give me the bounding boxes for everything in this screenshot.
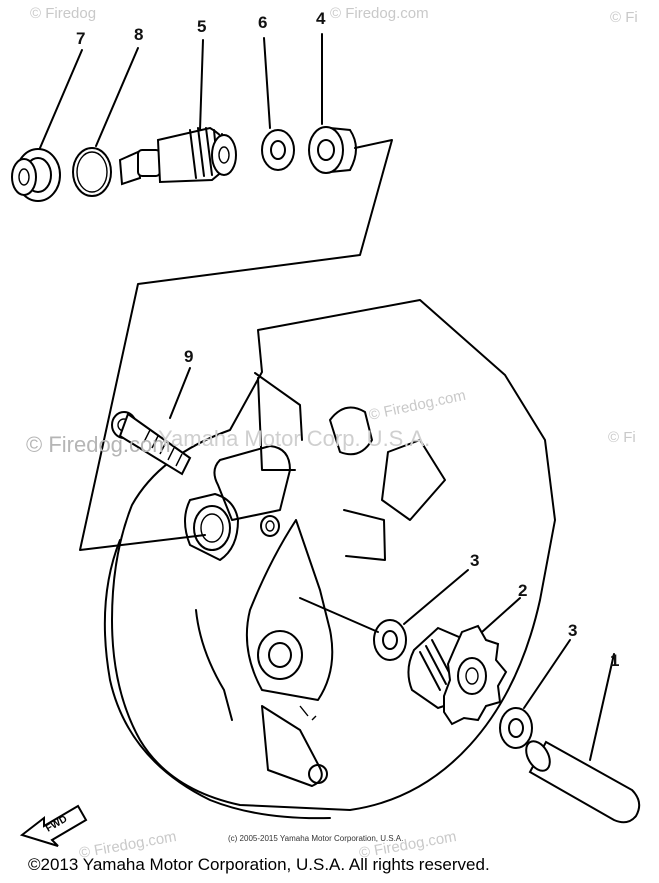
small-copyright: (c) 2005-2015 Yamaha Motor Corporation, …: [228, 834, 403, 843]
axis-line: [299, 597, 379, 633]
part-4-bushing: [308, 126, 357, 174]
leader-8: [95, 47, 139, 147]
crankcase-cover: [103, 299, 556, 820]
part-1-shaft: [525, 740, 641, 824]
watermark-yamaha: Yamaha Motor Corp. U.S.A.: [158, 426, 430, 451]
leader-5: [199, 39, 204, 131]
callout-3-lower: 3: [568, 621, 577, 640]
part-3-washer-lower: [499, 707, 533, 749]
fwd-arrow-icon: FWD: [19, 804, 88, 847]
watermark-firedog-center: © Firedog.com: [367, 387, 467, 424]
leader-7: [39, 49, 83, 149]
assembly-leader: [79, 139, 393, 551]
leader-3-upper: [403, 569, 469, 625]
watermark-firedog-main: © Firedog.com: [26, 432, 171, 457]
watermark-firedog-tm: © Firedog.com: [330, 5, 429, 22]
callout-5: 5: [197, 17, 206, 36]
part-7-bearing: [11, 148, 61, 202]
callout-9: 9: [184, 347, 193, 366]
callout-7: 7: [76, 29, 85, 48]
leader-3-lower: [523, 639, 571, 709]
part-2-gear: [407, 624, 508, 726]
callout-2: 2: [518, 581, 527, 600]
part-5-gear-shaft: [118, 126, 237, 186]
callout-8: 8: [134, 25, 143, 44]
leader-9: [169, 367, 191, 419]
callout-4: 4: [316, 9, 326, 28]
part-3-washer-upper: [373, 619, 407, 661]
part-8-o-ring: [72, 147, 112, 197]
watermark-firedog-tl: © Firedog: [30, 5, 96, 22]
leader-2: [481, 597, 521, 633]
leader-6: [263, 37, 271, 129]
part-6-washer: [261, 129, 295, 171]
part-9-bolt: [111, 411, 192, 476]
leader-1: [589, 653, 615, 761]
watermark-firedog-tr: © Fi: [610, 9, 638, 26]
callout-3-upper: 3: [470, 551, 479, 570]
callout-numbers: 7 8 5 6 4 9 3 2 3 1: [76, 9, 619, 670]
callout-1: 1: [610, 651, 619, 670]
watermark-firedog-right: © Fi: [608, 429, 636, 446]
callout-6: 6: [258, 13, 267, 32]
footer-copyright: ©2013 Yamaha Motor Corporation, U.S.A. A…: [28, 855, 490, 874]
